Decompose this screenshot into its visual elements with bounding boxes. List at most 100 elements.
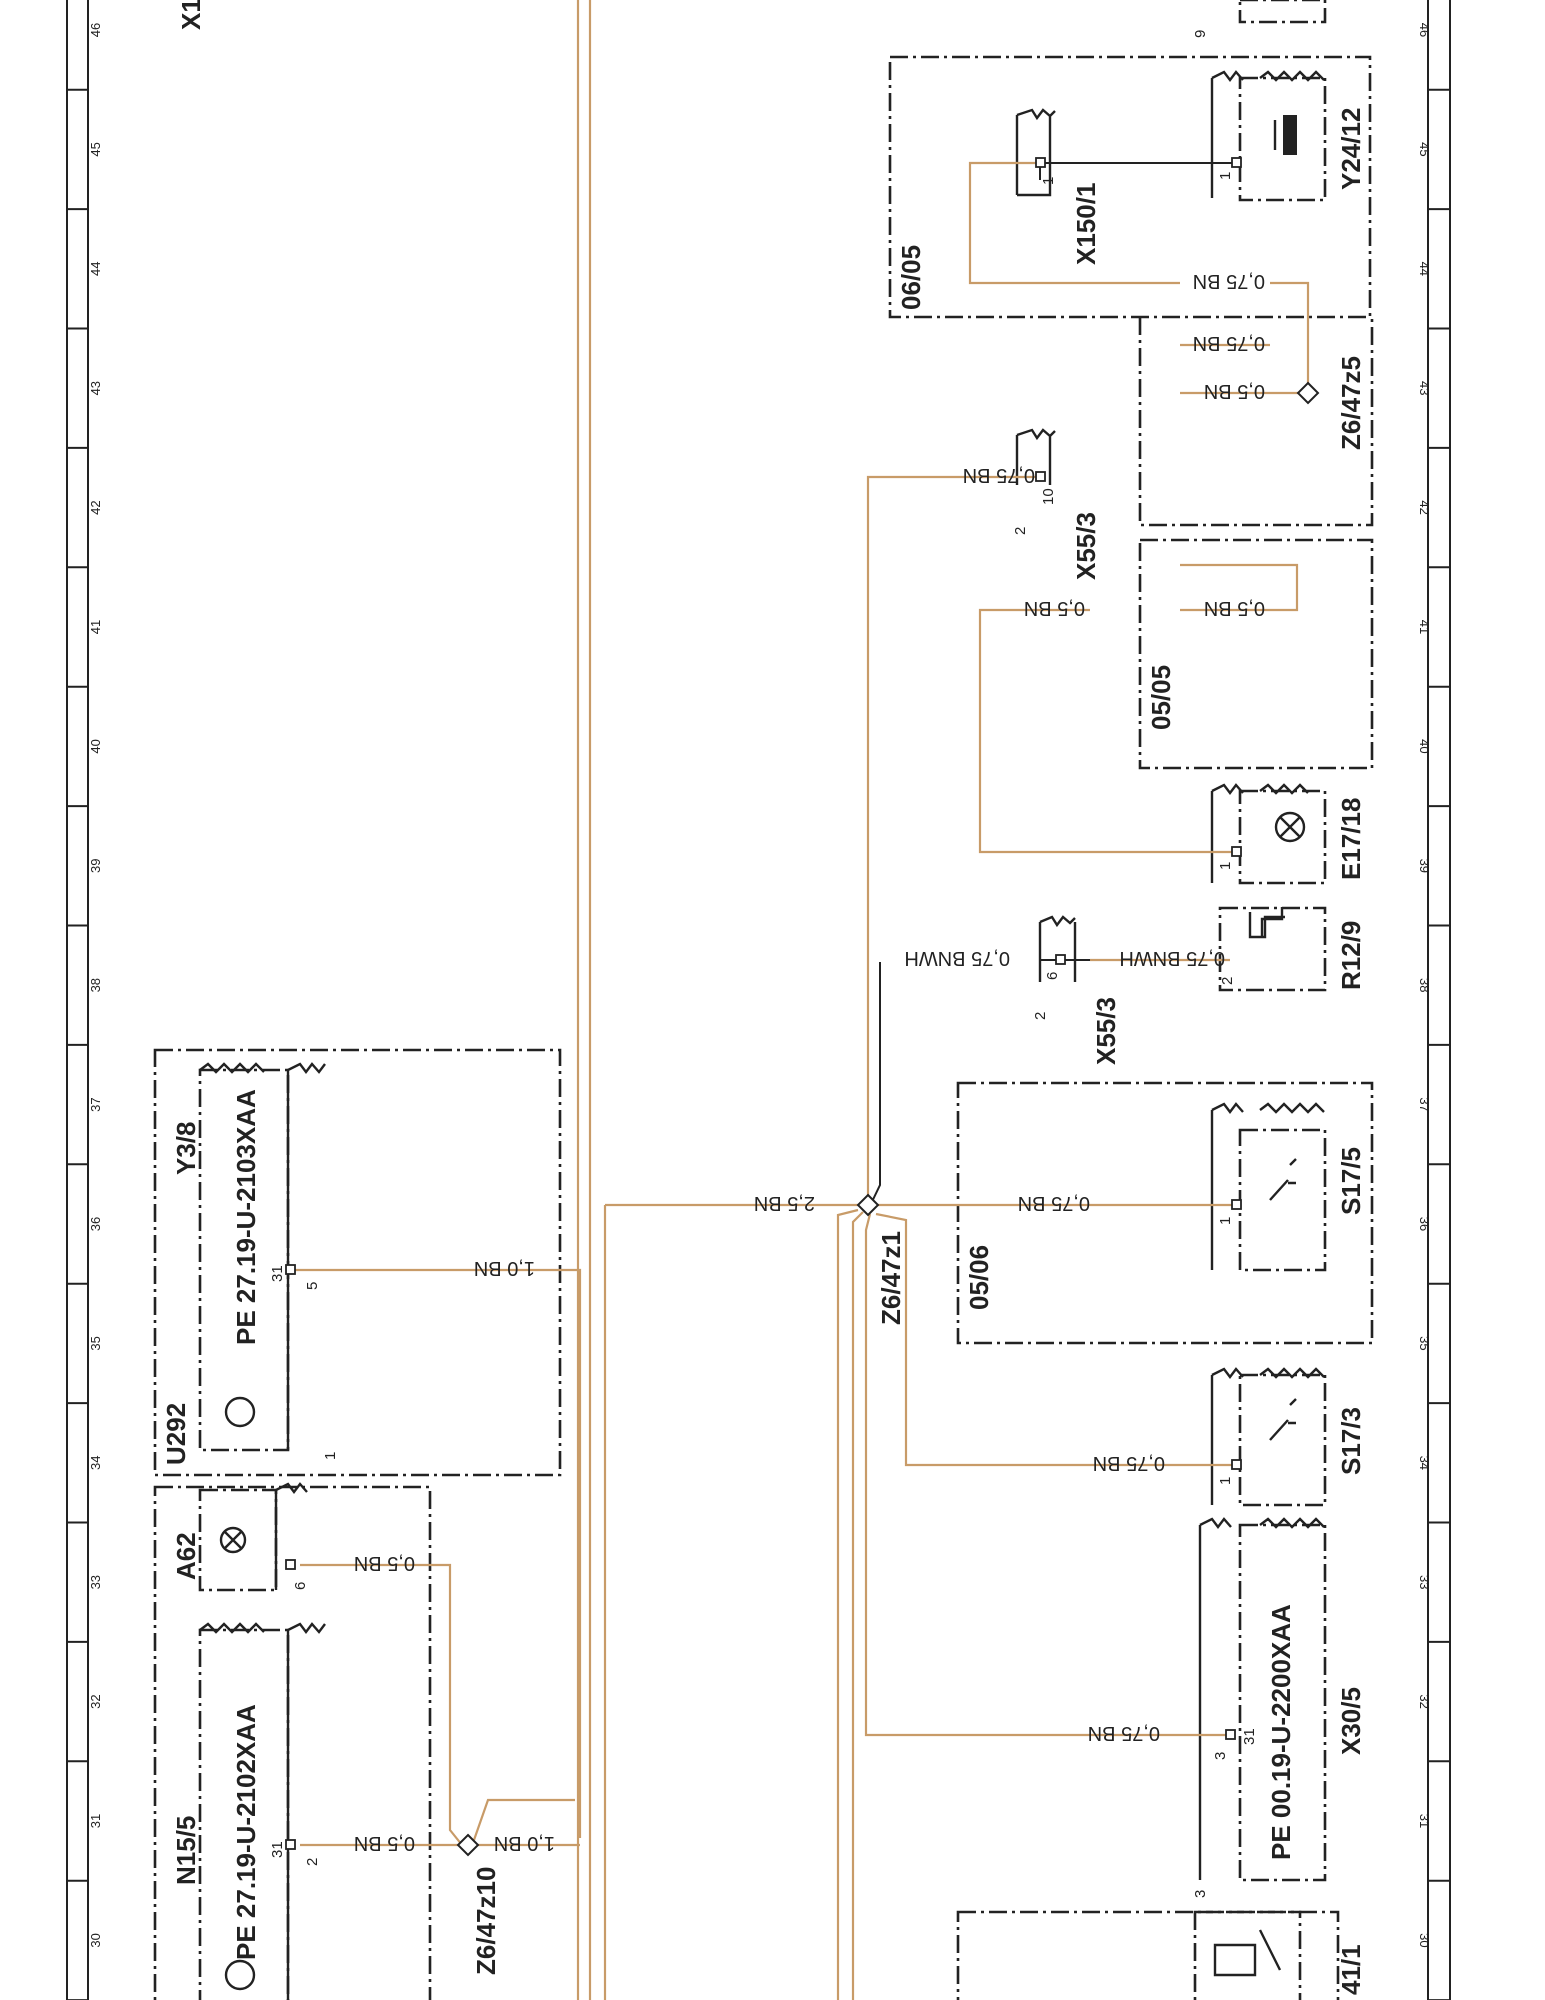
pin-terminals bbox=[285, 157, 1242, 1850]
grid-number: 40 bbox=[1417, 739, 1432, 753]
label-x150-1: X150/1 bbox=[1071, 183, 1101, 265]
grid-number: 46 bbox=[88, 23, 103, 37]
grid-number: 40 bbox=[88, 739, 103, 753]
grid-number: 43 bbox=[1417, 381, 1432, 395]
grid-number: 36 bbox=[1417, 1217, 1432, 1231]
transistor-icon bbox=[224, 1396, 256, 1428]
grid-number: 41 bbox=[88, 620, 103, 634]
pin-number: 2 bbox=[1219, 977, 1236, 985]
grid-number: 44 bbox=[1417, 262, 1432, 276]
grid-number: 45 bbox=[88, 142, 103, 156]
pin-number: 6 bbox=[1044, 972, 1061, 980]
wire-label: 1,0 BN bbox=[494, 1832, 555, 1854]
label-r12-9: R12/9 bbox=[1336, 921, 1366, 990]
splice-icon bbox=[456, 1833, 480, 1857]
part-ref-x30-5: PE 00.19-U-2200XAA bbox=[1266, 1604, 1296, 1860]
label-z6-47z5: Z6/47z5 bbox=[1336, 356, 1366, 450]
date-ref-0605: 06/05 bbox=[896, 245, 926, 310]
grid-number: 38 bbox=[88, 978, 103, 992]
wire-label: 0,75 BN bbox=[1193, 332, 1265, 354]
label-x55-3-b: X55/3 bbox=[1091, 997, 1121, 1065]
part-ref-y3-8: PE 27.19-U-2103XAA bbox=[231, 1089, 261, 1345]
label-s17-3: S17/3 bbox=[1336, 1407, 1366, 1475]
grid-number: 32 bbox=[1417, 1694, 1432, 1708]
pin-number: 1 bbox=[1040, 177, 1057, 185]
grid-number: 46 bbox=[1417, 23, 1432, 37]
component-labels: X1 X150/1 Y24/12 Z6/47z5 X55/3 E17/18 R1… bbox=[161, 0, 1366, 1995]
wire-label: 0,75 BN bbox=[1088, 1722, 1160, 1744]
pin-number: 1 bbox=[1217, 1217, 1234, 1225]
date-references: 06/05 05/05 05/06 bbox=[896, 245, 1176, 1310]
grid-number: 44 bbox=[88, 262, 103, 276]
component-symbols bbox=[219, 115, 1306, 1991]
splice-icon bbox=[1296, 381, 1320, 405]
part-ref-n15-5: PE 27.19-U-2102XAA bbox=[231, 1704, 261, 1960]
brown-wires bbox=[295, 0, 1310, 2000]
switch-icon bbox=[1269, 1398, 1297, 1441]
wire-labels: 0,75 BN 0,75 BN 0,5 BN 0,75 BN 0,5 BN 0,… bbox=[354, 270, 1265, 1854]
pin-number: 3 bbox=[1212, 1752, 1229, 1760]
wire-label: 0,75 BN bbox=[1018, 1192, 1090, 1214]
label-x30-5: X30/5 bbox=[1336, 1687, 1366, 1755]
label-e17-18: E17/18 bbox=[1336, 798, 1366, 880]
grid-number: 33 bbox=[88, 1575, 103, 1589]
grid-number: 32 bbox=[88, 1694, 103, 1708]
pin-number: 6 bbox=[292, 1582, 309, 1590]
grid-number: 35 bbox=[88, 1336, 103, 1350]
grid-number: 42 bbox=[1417, 500, 1432, 514]
wire-label: 0,5 BN bbox=[354, 1552, 415, 1574]
date-ref-0506: 05/06 bbox=[964, 1245, 994, 1310]
grid-number: 30 bbox=[1417, 1933, 1432, 1947]
label-x1: X1 bbox=[176, 0, 206, 30]
pin-number: 1 bbox=[1217, 172, 1234, 180]
pin-numbers: 1 1 10 2 1 2 6 2 1 1 31 3 3 31 5 1 6 31 … bbox=[269, 30, 1258, 1898]
grid-number: 35 bbox=[1417, 1336, 1432, 1350]
pin-number: 31 bbox=[269, 1265, 286, 1282]
wire-label: 0,5 BN bbox=[1204, 597, 1265, 619]
wire-label: 0,75 BN bbox=[1093, 1452, 1165, 1474]
grid-number: 34 bbox=[1417, 1456, 1432, 1470]
grid-number: 43 bbox=[88, 381, 103, 395]
date-ref-0505: 05/05 bbox=[1146, 665, 1176, 730]
label-n15-5: N15/5 bbox=[171, 1816, 201, 1885]
grid-number: 37 bbox=[1417, 1097, 1432, 1111]
wire-label: 0,5 BN bbox=[1204, 380, 1265, 402]
pin-number: 1 bbox=[1217, 1477, 1234, 1485]
grid-number: 38 bbox=[1417, 978, 1432, 992]
lamp-icon bbox=[1274, 811, 1306, 843]
label-z6-47z10: Z6/47z10 bbox=[471, 1867, 501, 1975]
grid-number: 39 bbox=[88, 859, 103, 873]
wire-label: 0,5 BN bbox=[1024, 597, 1085, 619]
pin-number: 31 bbox=[1241, 1728, 1258, 1745]
label-41-1: 41/1 bbox=[1336, 1944, 1366, 1995]
lamp-icon bbox=[219, 1526, 247, 1554]
pin-number: 1 bbox=[322, 1452, 339, 1460]
label-s17-5: S17/5 bbox=[1336, 1147, 1366, 1215]
wire-label: 0,75 BNWH bbox=[904, 947, 1010, 969]
coil-icon bbox=[1283, 115, 1297, 155]
grid-ruler-right bbox=[1427, 0, 1451, 2000]
grid-number: 45 bbox=[1417, 142, 1432, 156]
pin-number: 9 bbox=[1192, 30, 1209, 38]
component-frames bbox=[153, 0, 1374, 2000]
splices bbox=[456, 381, 1320, 1857]
grid-number: 30 bbox=[88, 1933, 103, 1947]
label-y24-12: Y24/12 bbox=[1336, 108, 1366, 190]
grid-number: 36 bbox=[88, 1217, 103, 1231]
grid-ticks bbox=[67, 88, 1450, 2000]
pin-number: 3 bbox=[1192, 1890, 1209, 1898]
grid-number: 42 bbox=[88, 500, 103, 514]
label-y3-8: Y3/8 bbox=[171, 1122, 201, 1176]
pin-number: 5 bbox=[304, 1282, 321, 1290]
pin-number: 1 bbox=[1217, 862, 1234, 870]
pin-number: 31 bbox=[269, 1841, 286, 1858]
label-z6-47z1: Z6/47z1 bbox=[876, 1231, 906, 1325]
grid-number: 31 bbox=[1417, 1814, 1432, 1828]
grid-number: 34 bbox=[88, 1456, 103, 1470]
grid-number: 31 bbox=[88, 1814, 103, 1828]
wire-label: 1,0 BN bbox=[474, 1257, 535, 1279]
grid-number: 41 bbox=[1417, 620, 1432, 634]
pin-number: 2 bbox=[1032, 1012, 1049, 1020]
